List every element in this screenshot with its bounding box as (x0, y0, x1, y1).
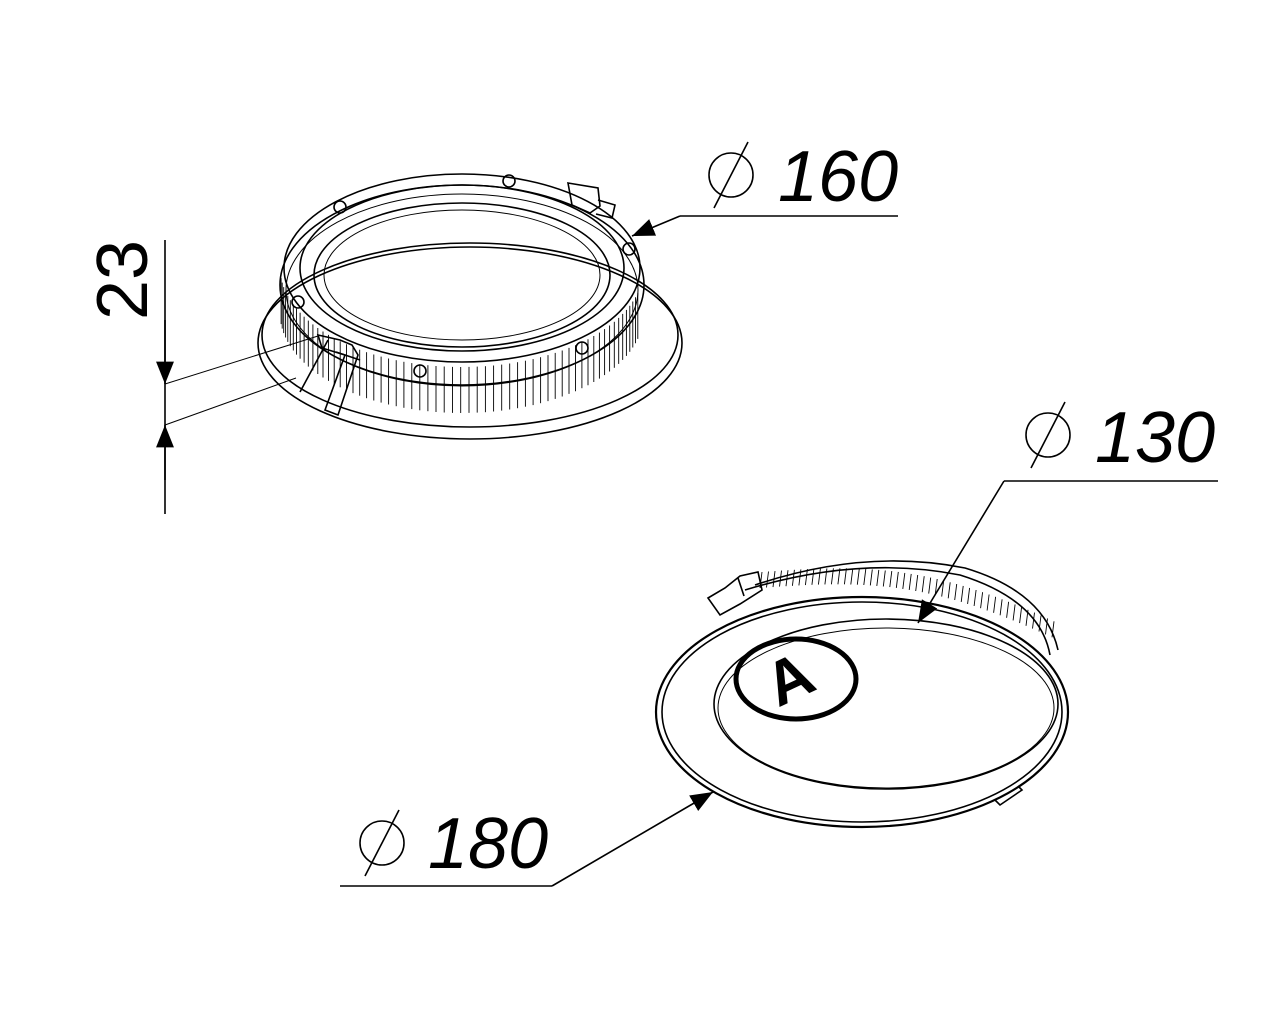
heatsink-fins (280, 278, 639, 413)
dimension-160-value: 160 (778, 137, 898, 217)
brand-logo-letter: A (755, 639, 825, 720)
dimension-130-value: 130 (1095, 398, 1215, 478)
spring-clip-icons (299, 182, 616, 417)
dimension-160: 160 (631, 137, 898, 237)
dimension-180: 180 (340, 791, 714, 887)
diameter-symbol-icon (1025, 401, 1071, 469)
dimension-23: 23 (83, 240, 319, 514)
heatsink-fins (759, 568, 1055, 638)
screw-icons (291, 174, 636, 378)
diameter-symbol-icon (359, 809, 405, 877)
lamp-back-view (257, 173, 683, 440)
dimension-130: 130 (917, 398, 1218, 624)
lamp-front-view (654, 560, 1070, 829)
diameter-symbol-icon (708, 141, 754, 209)
dimension-180-value: 180 (428, 804, 548, 884)
dimension-23-value: 23 (83, 240, 163, 320)
brand-logo: A (733, 636, 859, 722)
